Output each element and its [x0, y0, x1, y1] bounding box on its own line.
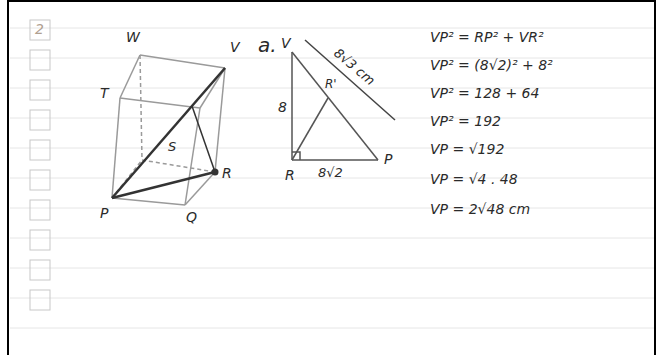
vertex-label: R: [222, 166, 232, 181]
vertex-label: R: [285, 168, 295, 183]
vertex-label: P: [384, 152, 392, 167]
equation-line: VP = √4 . 48: [430, 172, 518, 187]
equation-line: VP = √192: [430, 142, 504, 157]
margin-number: 2: [35, 22, 44, 37]
equation-line: VP² = 128 + 64: [430, 86, 539, 101]
vertex-label: Q: [186, 210, 197, 225]
vertex-label: V: [281, 36, 291, 51]
vertex-label: V: [230, 40, 240, 55]
vertex-label: W: [126, 30, 140, 45]
length-label: 8: [278, 100, 287, 115]
equation-line: VP² = (8√2)² + 8²: [430, 58, 553, 73]
vertex-label: P: [100, 206, 108, 221]
vertex-label: S: [168, 140, 176, 154]
length-label: 8√2: [318, 166, 343, 180]
equation-line: VP² = 192: [430, 114, 501, 129]
equation-line: VP² = RP² + VR²: [430, 30, 544, 45]
equation-line: VP = 2√48 cm: [430, 202, 530, 217]
point-label: R': [325, 78, 337, 91]
part-label: a.: [258, 34, 277, 56]
vertex-label: T: [100, 86, 109, 101]
